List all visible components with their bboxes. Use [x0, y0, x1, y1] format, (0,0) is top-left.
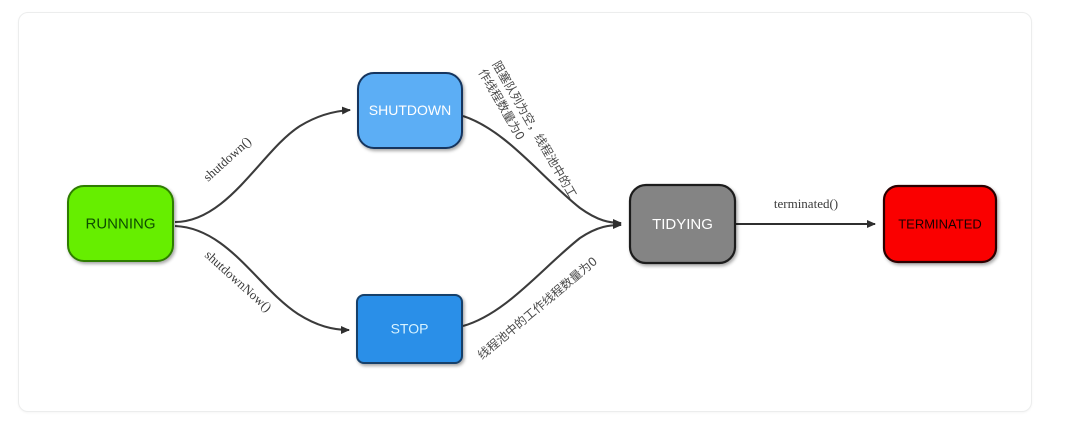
node-running[interactable]: RUNNING: [67, 185, 174, 262]
edge-label-shutdown: shutdown(): [200, 133, 254, 184]
node-tidying-box[interactable]: [628, 183, 737, 265]
edge-running-to-shutdown: shutdown(): [174, 106, 351, 224]
edge-tidying-to-terminated: terminated(): [736, 196, 876, 228]
edge-label-terminated: terminated(): [774, 196, 838, 211]
node-running-label: RUNNING: [86, 215, 156, 232]
node-shutdown-label: SHUTDOWN: [369, 102, 451, 118]
edge-label-shutdown-tidying-line1: 阻塞队列为空，线程池中的工: [489, 58, 580, 201]
edge-path-running-shutdown: [174, 106, 351, 224]
edge-path-stop-tidying: [462, 221, 622, 328]
node-stop-label: STOP: [391, 321, 429, 337]
node-stop-box[interactable]: [356, 294, 463, 364]
edge-label-stop-tidying: 线程池中的工作线程数量为0: [474, 253, 600, 362]
node-tidying[interactable]: TIDYING: [628, 183, 737, 265]
node-terminated-box[interactable]: [882, 184, 998, 264]
node-tidying-label: TIDYING: [652, 216, 713, 233]
edge-path-shutdown-tidying: [462, 115, 622, 227]
node-stop[interactable]: STOP: [356, 294, 463, 364]
edge-stop-to-tidying: 线程池中的工作线程数量为0: [462, 221, 622, 362]
node-running-box[interactable]: [67, 185, 174, 262]
node-shutdown[interactable]: SHUTDOWN: [357, 72, 463, 149]
edge-shutdown-to-tidying: 阻塞队列为空，线程池中的工 作线程数量为0: [462, 58, 622, 227]
edge-path-running-stop: [174, 224, 350, 334]
node-shutdown-box[interactable]: [357, 72, 463, 149]
node-terminated-label: TERMINATED: [898, 216, 982, 231]
edge-running-to-stop: shutdownNow(): [174, 224, 350, 334]
node-terminated[interactable]: TERMINATED: [882, 184, 998, 264]
diagram-canvas-card: [18, 12, 1032, 412]
